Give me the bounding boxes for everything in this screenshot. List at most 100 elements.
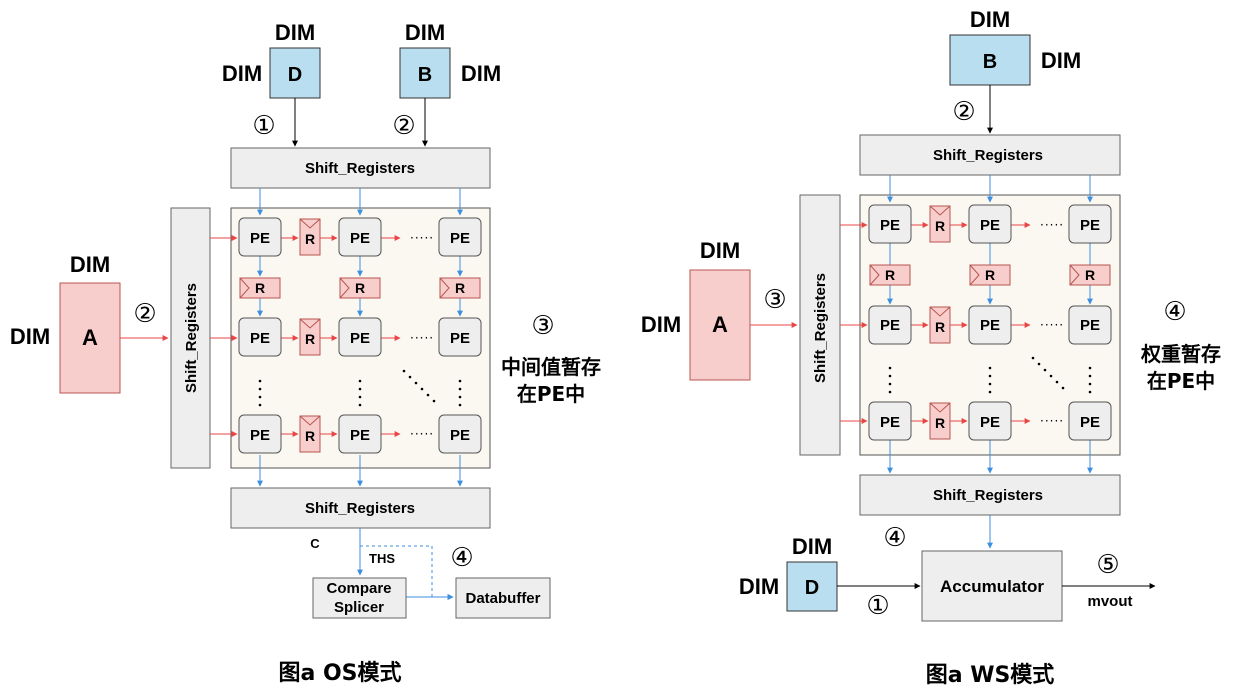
svg-text:·····: ····· bbox=[410, 231, 434, 245]
ellipsis-dots-ws: ····· ····· ····· bbox=[888, 218, 1092, 428]
step-5-marker: ⑤ bbox=[1096, 550, 1119, 580]
pe-cell bbox=[438, 414, 482, 454]
step-3-marker-ws: ③ bbox=[763, 285, 786, 315]
r-label: R bbox=[255, 280, 265, 296]
accumulator-label: Accumulator bbox=[940, 577, 1044, 596]
ths-label: THS bbox=[369, 551, 395, 566]
step-4-marker: ④ bbox=[450, 543, 473, 573]
pe-label: PE bbox=[880, 414, 900, 431]
c-output-label: C bbox=[310, 536, 320, 551]
matrix-a-box bbox=[59, 282, 121, 394]
shift-registers-left-label-ws: Shift_Registers bbox=[812, 273, 829, 383]
r-label: R bbox=[355, 280, 365, 296]
r-registers-horizontal-ws: R R R bbox=[929, 205, 951, 440]
compare-splicer-line1: Compare bbox=[326, 580, 391, 597]
matrix-a-label: A bbox=[82, 325, 98, 350]
pe-label: PE bbox=[1080, 414, 1100, 431]
pe-label: PE bbox=[350, 230, 370, 247]
shift-registers-bottom-label-ws: Shift_Registers bbox=[933, 487, 1043, 504]
step-3-marker: ③ bbox=[531, 311, 554, 341]
r-label: R bbox=[305, 331, 315, 347]
step-4-marker-ws: ④ bbox=[1163, 297, 1186, 327]
pe-label: PE bbox=[250, 330, 270, 347]
r-registers-vertical-os: R R R bbox=[239, 277, 481, 299]
databuffer-box bbox=[455, 577, 551, 619]
pe-cell bbox=[338, 414, 382, 454]
step-1-marker: ① bbox=[252, 111, 275, 141]
shift-registers-left-label: Shift_Registers bbox=[183, 283, 200, 393]
matrix-b-box-ws bbox=[949, 34, 1031, 86]
dim-label-d-top: DIM bbox=[275, 20, 315, 45]
databuffer-label: Databuffer bbox=[465, 590, 540, 607]
r-label: R bbox=[935, 319, 945, 335]
pe-cell bbox=[438, 317, 482, 357]
matrix-b-label: B bbox=[418, 64, 432, 86]
pe-cell bbox=[238, 414, 282, 454]
matrix-b-box bbox=[399, 47, 451, 99]
pe-cell bbox=[968, 204, 1012, 244]
dim-label-a-top: DIM bbox=[70, 252, 110, 277]
dim-label-a-top-ws: DIM bbox=[700, 238, 740, 263]
accumulator-box bbox=[921, 550, 1063, 622]
dim-label-b-top: DIM bbox=[405, 20, 445, 45]
shift-registers-left bbox=[170, 207, 211, 469]
svg-text:·····: ····· bbox=[410, 331, 434, 345]
pe-label: PE bbox=[980, 317, 1000, 334]
mvout-label: mvout bbox=[1088, 593, 1133, 610]
ws-mode-diagram: B DIM DIM ② Shift_Registers A DIM DIM ③ … bbox=[641, 7, 1221, 688]
ws-caption: 图a WS模式 bbox=[926, 663, 1055, 688]
pe-cell bbox=[338, 217, 382, 257]
pe-label: PE bbox=[250, 230, 270, 247]
dim-label-d-left-ws: DIM bbox=[739, 574, 779, 599]
pe-cell bbox=[1068, 204, 1112, 244]
dim-label-b-top-ws: DIM bbox=[970, 7, 1010, 32]
pe-label: PE bbox=[1080, 217, 1100, 234]
shift-registers-left-ws bbox=[799, 194, 841, 456]
pe-cell bbox=[868, 401, 912, 441]
os-caption: 图a OS模式 bbox=[278, 661, 401, 686]
step-2-top-marker: ② bbox=[392, 111, 415, 141]
step-2-left-marker: ② bbox=[133, 299, 156, 329]
horizontal-dataflow-os bbox=[210, 235, 401, 437]
pe-label: PE bbox=[980, 217, 1000, 234]
matrix-d-label: D bbox=[288, 64, 302, 86]
svg-text:·····: ····· bbox=[1040, 318, 1064, 332]
dim-label-d-left: DIM bbox=[222, 61, 262, 86]
r-label: R bbox=[305, 428, 315, 444]
pe-label: PE bbox=[450, 427, 470, 444]
matrix-a-label-ws: A bbox=[712, 312, 728, 337]
pe-label: PE bbox=[450, 330, 470, 347]
pe-label: PE bbox=[880, 217, 900, 234]
pe-row-2-ws: PE PE PE bbox=[868, 305, 1112, 345]
pe-label: PE bbox=[250, 427, 270, 444]
pe-cell bbox=[1068, 401, 1112, 441]
step-2-marker-ws: ② bbox=[952, 97, 975, 127]
pe-cell bbox=[968, 401, 1012, 441]
pe-cell bbox=[1068, 305, 1112, 345]
vertical-dataflow-os bbox=[257, 188, 463, 487]
shift-registers-top bbox=[230, 147, 491, 189]
pe-cell bbox=[868, 305, 912, 345]
r-label: R bbox=[935, 218, 945, 234]
matrix-b-label-ws: B bbox=[983, 51, 997, 73]
step-1-marker-ws: ① bbox=[866, 591, 889, 621]
pe-cell bbox=[238, 317, 282, 357]
pe-label: PE bbox=[1080, 317, 1100, 334]
shift-registers-bottom-ws bbox=[859, 474, 1121, 516]
horizontal-dataflow-ws bbox=[840, 222, 1031, 424]
pe-cell bbox=[338, 317, 382, 357]
pe-label: PE bbox=[880, 317, 900, 334]
r-label: R bbox=[1085, 267, 1095, 283]
dim-label-a-left-ws: DIM bbox=[641, 312, 681, 337]
pe-cell bbox=[438, 217, 482, 257]
r-label: R bbox=[885, 267, 895, 283]
pe-row-2-os: PE PE PE bbox=[238, 317, 482, 357]
r-label: R bbox=[455, 280, 465, 296]
pe-row-3-os: PE PE PE bbox=[238, 414, 482, 454]
r-label: R bbox=[305, 231, 315, 247]
pe-label: PE bbox=[980, 414, 1000, 431]
ws-note-line1: 权重暂存 bbox=[1140, 342, 1221, 366]
pe-label: PE bbox=[350, 330, 370, 347]
dim-label-d-top-ws: DIM bbox=[792, 534, 832, 559]
